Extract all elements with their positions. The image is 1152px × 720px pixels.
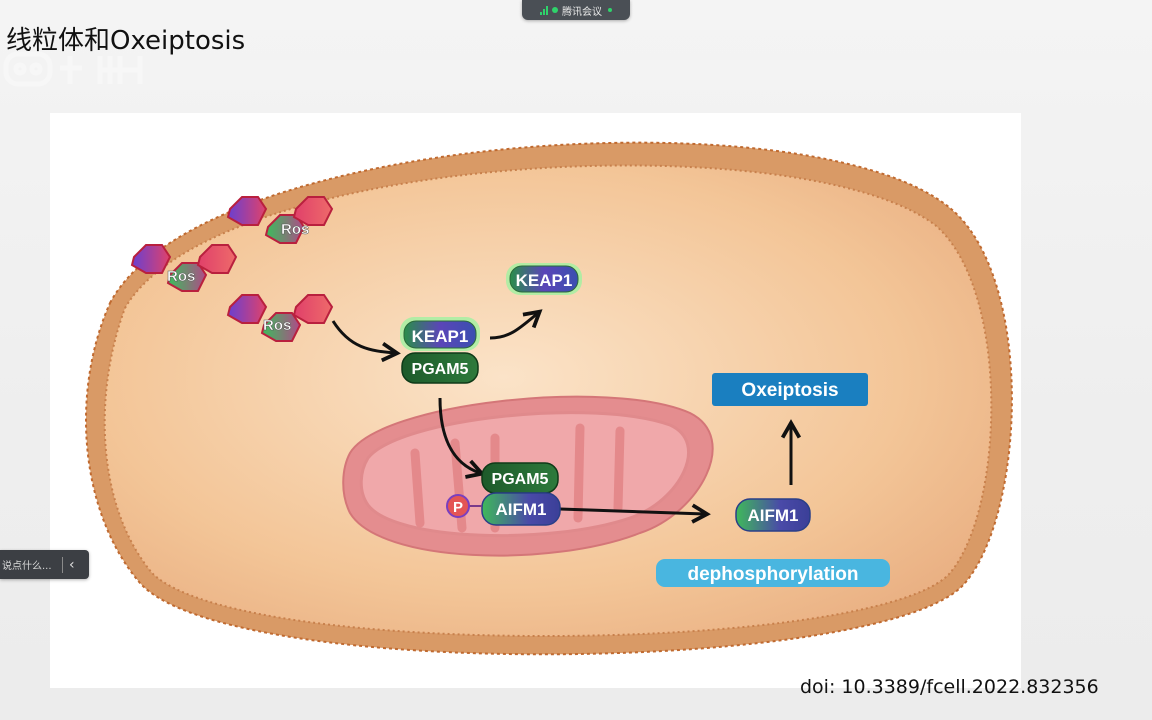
phosphate-icon (446, 494, 470, 518)
status-dot-icon (552, 7, 558, 13)
ros-label-2: Ros (167, 268, 195, 285)
doi-citation: doi: 10.3389/fcell.2022.832356 (800, 676, 1099, 698)
watermark-logo (3, 51, 143, 87)
meeting-status-pill[interactable]: 腾讯会议 (522, 0, 630, 20)
meeting-label: 腾讯会议 (562, 6, 602, 18)
chat-placeholder[interactable]: 说点什么... (2, 561, 52, 572)
svg-text:P: P (453, 499, 463, 516)
arrow-aifm1-release (559, 503, 711, 524)
keap1-free-protein: KEAP1 (506, 263, 582, 295)
arrow-ros-to-complex (331, 320, 401, 363)
arrow-complex-to-mito (438, 397, 486, 479)
ros-label-3: Ros (263, 317, 291, 334)
slide-title: 线粒体和Oxeiptosis (6, 26, 246, 56)
dephosphorylation-label: dephosphorylation (656, 559, 890, 587)
chevron-left-icon[interactable]: ‹ (69, 556, 75, 573)
signal-icon (540, 5, 548, 15)
oxeiptosis-outcome-box: Oxeiptosis (712, 373, 868, 406)
ros-cluster-3: Ros (226, 294, 334, 342)
svg-text:AIFM1: AIFM1 (748, 506, 799, 525)
chat-input-bar[interactable]: 说点什么... ‹ (0, 550, 89, 579)
diagram-figure: Ros Ros Ros KEAP1 (50, 113, 1021, 688)
ros-cluster-1: Ros (226, 196, 334, 244)
svg-text:KEAP1: KEAP1 (516, 271, 573, 290)
svg-text:AIFM1: AIFM1 (496, 500, 547, 519)
svg-text:KEAP1: KEAP1 (412, 327, 469, 346)
arrow-release-keap1 (489, 309, 543, 340)
aifm1-released-protein: AIFM1 (735, 498, 811, 532)
pgam5-aifm1-complex: PGAM5 AIFM1 P (446, 462, 561, 526)
svg-text:dephosphorylation: dephosphorylation (688, 564, 859, 585)
keap1-pgam5-complex: KEAP1 PGAM5 (400, 317, 480, 384)
ros-label-1: Ros (281, 221, 309, 238)
ros-cluster-2: Ros (130, 244, 238, 292)
svg-text:Oxeiptosis: Oxeiptosis (741, 380, 838, 401)
svg-text:PGAM5: PGAM5 (412, 361, 469, 378)
svg-text:PGAM5: PGAM5 (492, 471, 549, 488)
chat-divider (62, 556, 63, 573)
connection-dot-icon (608, 8, 612, 12)
